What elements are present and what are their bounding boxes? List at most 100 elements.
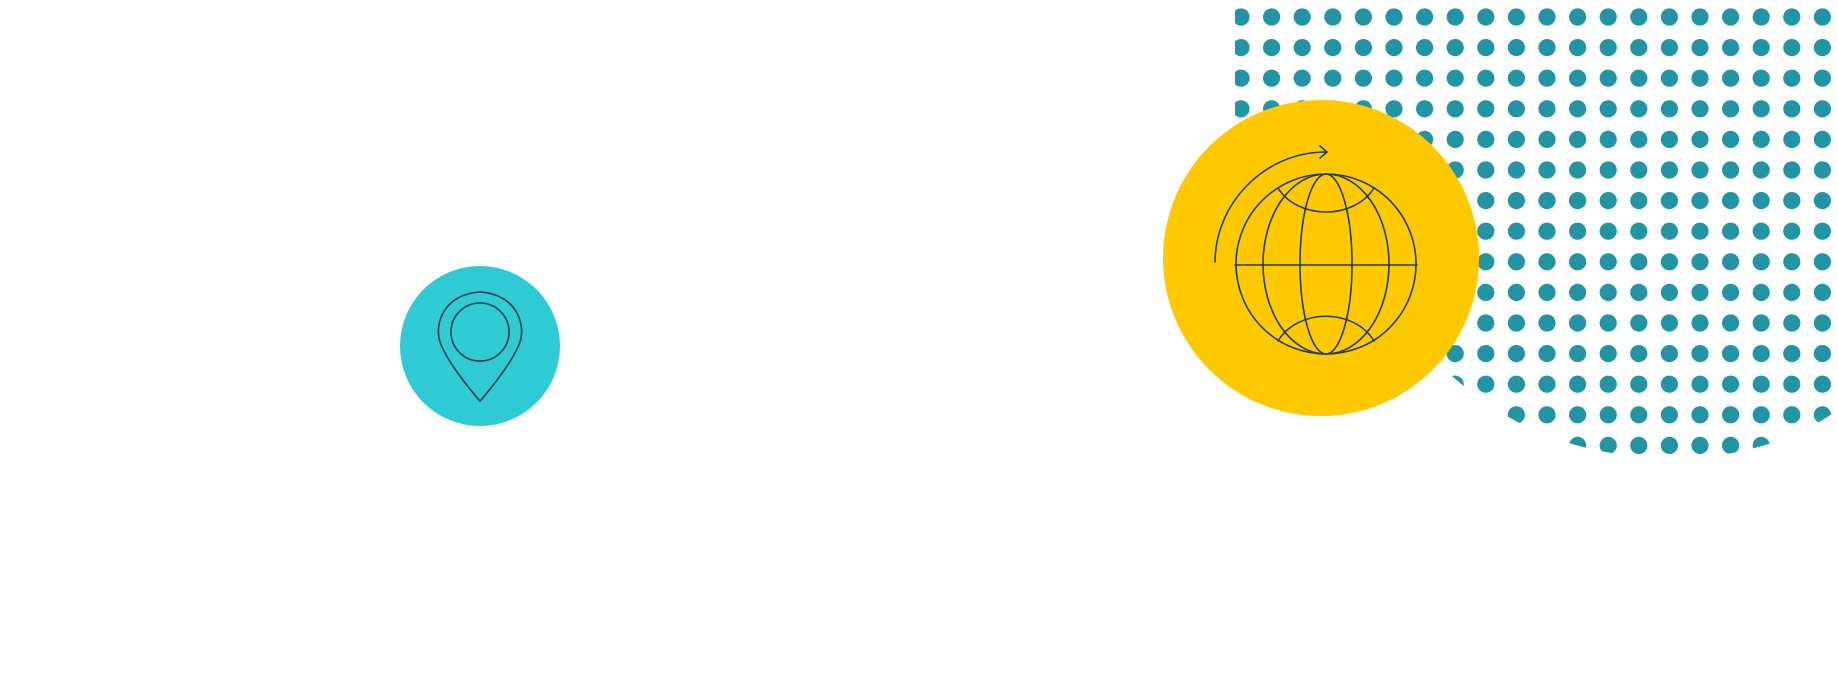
pattern-dot bbox=[1324, 436, 1342, 454]
pattern-dot bbox=[1630, 436, 1648, 454]
pattern-dot bbox=[1660, 406, 1678, 424]
pattern-dot bbox=[1569, 375, 1587, 393]
pattern-dot bbox=[1783, 130, 1801, 148]
pattern-dot bbox=[1507, 436, 1525, 454]
pattern-dot bbox=[1599, 69, 1617, 87]
pattern-dot bbox=[1783, 436, 1801, 454]
pattern-dot bbox=[1783, 375, 1801, 393]
pattern-dot bbox=[1354, 69, 1372, 87]
pattern-dot bbox=[1416, 69, 1434, 87]
pattern-dot bbox=[1752, 130, 1770, 148]
pattern-dot bbox=[1691, 100, 1709, 118]
pattern-dot bbox=[1477, 406, 1495, 424]
pattern-dot bbox=[1752, 253, 1770, 271]
pattern-dot bbox=[1385, 100, 1403, 118]
pattern-dot bbox=[1660, 161, 1678, 179]
pattern-dot bbox=[1722, 130, 1740, 148]
pattern-dot bbox=[1538, 69, 1556, 87]
pattern-dot bbox=[1477, 375, 1495, 393]
pattern-dot bbox=[1630, 8, 1648, 26]
pattern-dot bbox=[1293, 39, 1311, 57]
pattern-dot bbox=[1507, 130, 1525, 148]
pattern-dot bbox=[1660, 253, 1678, 271]
pattern-dot bbox=[1599, 253, 1617, 271]
pattern-dot bbox=[1752, 406, 1770, 424]
pattern-dot bbox=[1813, 222, 1831, 240]
pattern-dot bbox=[1507, 375, 1525, 393]
pattern-dot bbox=[1630, 375, 1648, 393]
pattern-dot bbox=[1477, 100, 1495, 118]
pattern-dot bbox=[1599, 39, 1617, 57]
pattern-dot bbox=[1538, 161, 1556, 179]
pattern-dot bbox=[1752, 222, 1770, 240]
pattern-dot bbox=[1752, 69, 1770, 87]
pattern-dot bbox=[1752, 375, 1770, 393]
pattern-dot bbox=[1783, 253, 1801, 271]
pattern-dot bbox=[1660, 192, 1678, 210]
pattern-dot bbox=[1477, 222, 1495, 240]
pattern-dot bbox=[1446, 8, 1464, 26]
pattern-dot bbox=[1783, 69, 1801, 87]
pattern-dot bbox=[1599, 8, 1617, 26]
pattern-dot bbox=[1507, 192, 1525, 210]
pattern-dot bbox=[1660, 222, 1678, 240]
pattern-dot bbox=[1752, 100, 1770, 118]
pattern-dot bbox=[1783, 192, 1801, 210]
pattern-dot bbox=[1569, 283, 1587, 301]
pattern-dot bbox=[1569, 314, 1587, 332]
pattern-dot bbox=[1630, 283, 1648, 301]
pattern-dot bbox=[1630, 222, 1648, 240]
pattern-dot bbox=[1630, 100, 1648, 118]
pattern-dot bbox=[1813, 100, 1831, 118]
pattern-dot bbox=[1599, 130, 1617, 148]
pattern-dot bbox=[1569, 8, 1587, 26]
location-pin-badge bbox=[400, 266, 560, 426]
pattern-dot bbox=[1813, 39, 1831, 57]
pattern-dot bbox=[1235, 39, 1250, 57]
pattern-dot bbox=[1722, 345, 1740, 363]
pattern-dot bbox=[1385, 39, 1403, 57]
pattern-dot bbox=[1752, 8, 1770, 26]
pattern-dot bbox=[1477, 161, 1495, 179]
pattern-dot bbox=[1569, 161, 1587, 179]
pattern-dot bbox=[1263, 39, 1281, 57]
pattern-dot bbox=[1569, 406, 1587, 424]
pattern-dot bbox=[1569, 39, 1587, 57]
pattern-dot bbox=[1813, 406, 1831, 424]
pattern-dot bbox=[1446, 345, 1464, 363]
pattern-dot bbox=[1660, 69, 1678, 87]
pattern-dot bbox=[1722, 39, 1740, 57]
pattern-dot bbox=[1691, 314, 1709, 332]
pattern-dot bbox=[1752, 283, 1770, 301]
pattern-dot bbox=[1691, 406, 1709, 424]
pattern-dot bbox=[1691, 161, 1709, 179]
pattern-dot bbox=[1660, 375, 1678, 393]
pattern-dot bbox=[1813, 192, 1831, 210]
pattern-dot bbox=[1538, 39, 1556, 57]
pattern-dot bbox=[1722, 69, 1740, 87]
pattern-dot bbox=[1538, 436, 1556, 454]
pattern-dot bbox=[1235, 8, 1250, 26]
pattern-dot bbox=[1599, 375, 1617, 393]
pattern-dot bbox=[1691, 253, 1709, 271]
pattern-dot bbox=[1507, 100, 1525, 118]
pattern-dot bbox=[1722, 161, 1740, 179]
pattern-dot bbox=[1630, 69, 1648, 87]
pattern-dot bbox=[1630, 39, 1648, 57]
pattern-dot bbox=[1599, 222, 1617, 240]
pattern-dot bbox=[1691, 436, 1709, 454]
pattern-dot bbox=[1538, 253, 1556, 271]
pattern-dot bbox=[1569, 253, 1587, 271]
pattern-dot bbox=[1477, 314, 1495, 332]
pattern-dot bbox=[1507, 406, 1525, 424]
pattern-dot bbox=[1538, 375, 1556, 393]
pattern-dot bbox=[1569, 345, 1587, 363]
pattern-dot bbox=[1538, 192, 1556, 210]
pattern-dot bbox=[1507, 39, 1525, 57]
pattern-dot bbox=[1385, 8, 1403, 26]
pattern-dot bbox=[1599, 283, 1617, 301]
pattern-dot bbox=[1783, 100, 1801, 118]
pattern-dot bbox=[1691, 8, 1709, 26]
pattern-dot bbox=[1507, 161, 1525, 179]
